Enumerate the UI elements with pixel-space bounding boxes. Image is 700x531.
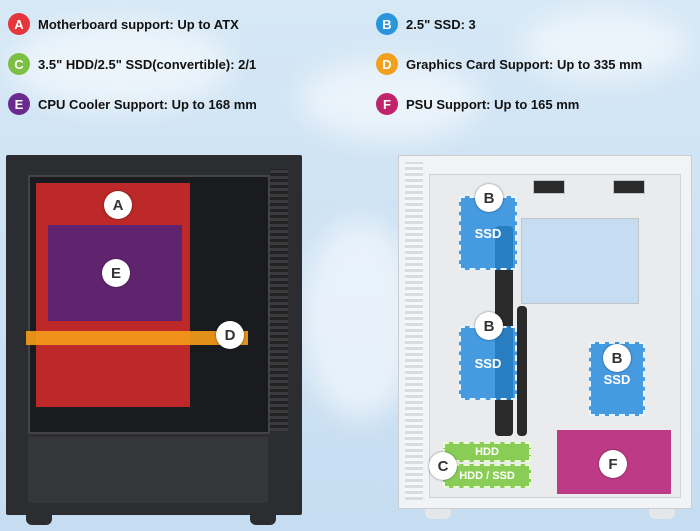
- spec-text: Motherboard support: Up to ATX: [38, 16, 239, 32]
- cpu-cutout: [521, 218, 639, 304]
- top-slot-left: [533, 180, 565, 194]
- spec-text: PSU Support: Up to 165 mm: [406, 96, 580, 112]
- badge-d: D: [376, 53, 398, 75]
- label-e: E: [102, 259, 130, 287]
- top-slot-right: [613, 180, 645, 194]
- badge-b: B: [376, 13, 398, 35]
- front-vent: [270, 169, 288, 431]
- cable-bundle: [517, 306, 527, 436]
- spec-motherboard: A Motherboard support: Up to ATX: [8, 12, 239, 36]
- case-foot-left: [425, 509, 451, 519]
- spec-text: 3.5" HDD/2.5" SSD(convertible): 2/1: [38, 56, 257, 72]
- case-foot-right: [649, 509, 675, 519]
- label-f: F: [599, 450, 627, 478]
- spec-hdd: C 3.5" HDD/2.5" SSD(convertible): 2/1: [8, 52, 256, 76]
- spec-text: Graphics Card Support: Up to 335 mm: [406, 56, 643, 72]
- label-b-top: B: [475, 184, 503, 212]
- label-a: A: [104, 191, 132, 219]
- spec-cpu-cooler: E CPU Cooler Support: Up to 168 mm: [8, 92, 257, 116]
- badge-f: F: [376, 93, 398, 115]
- label-b-right: B: [603, 344, 631, 372]
- white-case-image: SSD SSD SSD HDD HDD / SSD B B B C F: [398, 155, 692, 519]
- spec-gpu: D Graphics Card Support: Up to 335 mm: [376, 52, 642, 76]
- badge-e: E: [8, 93, 30, 115]
- graphics-card-zone: [26, 331, 248, 345]
- spec-psu: F PSU Support: Up to 165 mm: [376, 92, 579, 116]
- black-case-image: A E D: [6, 155, 302, 525]
- case-foot-right: [250, 515, 276, 525]
- case-foot-left: [26, 515, 52, 525]
- spec-text: CPU Cooler Support: Up to 168 mm: [38, 96, 257, 112]
- front-vent: [405, 162, 423, 500]
- psu-shroud: [28, 437, 268, 503]
- label-d: D: [216, 321, 244, 349]
- spec-ssd: B 2.5" SSD: 3: [376, 12, 476, 36]
- hdd-bay-top: HDD: [443, 442, 531, 462]
- badge-a: A: [8, 13, 30, 35]
- label-b-middle: B: [475, 312, 503, 340]
- hdd-bay-bottom: HDD / SSD: [443, 464, 531, 488]
- badge-c: C: [8, 53, 30, 75]
- label-c: C: [429, 452, 457, 480]
- spec-text: 2.5" SSD: 3: [406, 16, 476, 32]
